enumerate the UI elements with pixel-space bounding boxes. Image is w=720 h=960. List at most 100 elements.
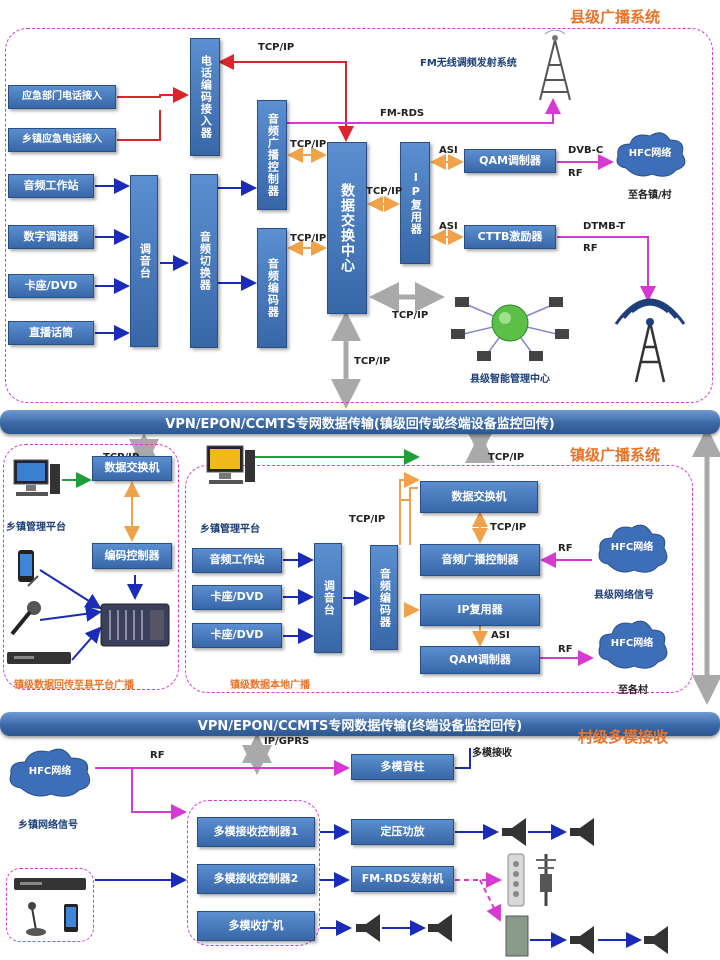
hfc-network-label: HFC网络 [628, 148, 672, 159]
town-section-title: 镇级广播系统 [570, 446, 661, 464]
horn-speaker-icon [644, 926, 668, 954]
fm-rds-label: FM-RDS [380, 108, 425, 119]
town-cassette-dvd-2[interactable]: 卡座/DVD [192, 623, 282, 648]
county-signal-label: 县级网络信号 [594, 590, 654, 601]
tcpip-label-3: TCP/IP [366, 186, 403, 197]
multi-mode-receiver-2[interactable]: 多模接收控制器2 [197, 864, 315, 894]
town-hfc-label-2: HFC网络 [610, 638, 654, 649]
town-rf-label-2: RF [558, 644, 573, 655]
horn-speaker-icon [570, 926, 594, 954]
audio-workstation[interactable]: 音频工作站 [8, 174, 94, 198]
village-hfc-cloud: HFC网络 [5, 744, 95, 800]
data-exchange-center[interactable]: 数据交换中心 [327, 142, 367, 314]
outdoor-box-icon [505, 915, 529, 957]
tcpip-label-top: TCP/IP [258, 42, 295, 53]
horn-speaker-icon [570, 818, 594, 846]
town-computer-icon [206, 445, 255, 484]
county-mgmt-center-label: 县级智能管理中心 [470, 374, 550, 385]
phone-encoder[interactable]: 电话编码接入器 [190, 38, 220, 156]
town-data-switch-left[interactable]: 数据交换机 [92, 456, 172, 481]
cttb-exciter[interactable]: CTTB激励器 [464, 225, 556, 249]
town-cassette-dvd-1[interactable]: 卡座/DVD [192, 585, 282, 610]
management-network-icon [451, 297, 569, 361]
constant-voltage-amp[interactable]: 定压功放 [351, 819, 454, 845]
village-rf-label: RF [150, 750, 165, 761]
mixer-console-icon [100, 603, 170, 647]
town-hfc-cloud-1: HFC网络 [594, 520, 670, 576]
village-local-region [6, 868, 94, 942]
emergency-phone-input[interactable]: 应急部门电话接入 [8, 85, 116, 109]
town-tcpip-right: TCP/IP [488, 452, 525, 463]
town-mixer[interactable]: 调音台 [314, 543, 342, 653]
town-hfc-label-1: HFC网络 [610, 542, 654, 553]
audio-switcher[interactable]: 音频切换器 [190, 174, 218, 348]
horn-speaker-icon [502, 818, 526, 846]
village-receiver-region [187, 800, 320, 946]
speaker-column-icon [507, 853, 525, 907]
dvbc-label: DVB-C [568, 145, 604, 156]
village-devices-icon [14, 878, 86, 936]
cassette-dvd[interactable]: 卡座/DVD [8, 274, 94, 298]
tcpip-label-2: TCP/IP [290, 233, 327, 244]
town-broadcast-controller[interactable]: 音频广播控制器 [420, 544, 540, 576]
live-microphone[interactable]: 直播话筒 [8, 321, 94, 345]
town-data-switch[interactable]: 数据交换机 [420, 481, 538, 513]
horn-speaker-icon [428, 914, 452, 942]
asi-label-2: ASI [439, 221, 458, 232]
town-phone-input[interactable]: 乡镇应急电话接入 [8, 128, 116, 152]
town-tcpip-b: TCP/IP [490, 522, 527, 533]
qam-modulator[interactable]: QAM调制器 [464, 149, 556, 173]
tcpip-label-1: TCP/IP [290, 139, 327, 150]
multi-mode-receiver-1[interactable]: 多模接收控制器1 [197, 817, 315, 847]
town-ip-mux[interactable]: IP复用器 [420, 594, 540, 626]
rf-label-1: RF [568, 168, 583, 179]
multi-mode-speaker-column[interactable]: 多模音柱 [351, 754, 454, 780]
tcpip-label-down: TCP/IP [354, 356, 391, 367]
town-audio-workstation[interactable]: 音频工作站 [192, 548, 282, 573]
ip-gprs-label: IP/GPRS [264, 736, 310, 747]
to-towns-label: 至各镇/村 [628, 190, 672, 201]
phone-icon [18, 550, 39, 587]
digital-tuner[interactable]: 数字调谐器 [8, 225, 94, 249]
town-asi-label: ASI [491, 630, 510, 641]
town-platform-left-label: 乡镇管理平台 [6, 522, 66, 533]
to-villages-label: 至各村 [618, 685, 648, 696]
town-tcpip-a: TCP/IP [349, 514, 386, 525]
town-qam-modulator[interactable]: QAM调制器 [420, 646, 540, 674]
town-left-caption: 镇级数据回传至县平台广播 [14, 680, 134, 691]
network-bus-1: VPN/EPON/CCMTS专网数据传输(镇级回传或终端设备监控回传) [0, 410, 720, 434]
town-platform-label: 乡镇管理平台 [200, 524, 260, 535]
asi-label-1: ASI [439, 145, 458, 156]
hfc-network-cloud: HFC网络 [612, 128, 688, 180]
dvd-player-icon [7, 652, 71, 664]
town-rf-label-1: RF [558, 543, 573, 554]
horn-speaker-icon [356, 914, 380, 942]
town-local-caption: 镇级数据本地广播 [230, 680, 310, 691]
computer-icon [13, 459, 60, 496]
ip-multiplexer[interactable]: IP复用器 [400, 142, 430, 264]
town-hfc-cloud-2: HFC网络 [594, 616, 670, 672]
dtmb-label: DTMB-T [583, 221, 626, 232]
tcpip-label-4: TCP/IP [392, 310, 429, 321]
county-region [5, 28, 713, 403]
fm-receiver-pole-icon [536, 854, 556, 906]
network-bus-2: VPN/EPON/CCMTS专网数据传输(终端设备监控回传) [0, 712, 720, 736]
fm-tower-icon [539, 30, 571, 101]
county-section-title: 县级广播系统 [570, 8, 661, 26]
encode-controller[interactable]: 编码控制器 [92, 543, 172, 569]
audio-encoder[interactable]: 音频编码器 [257, 228, 287, 348]
multi-receive-label: 多模接收 [472, 748, 512, 759]
town-left-region [3, 444, 179, 690]
audio-broadcast-controller[interactable]: 音频广播控制器 [257, 100, 287, 210]
mixer[interactable]: 调音台 [130, 175, 158, 347]
microphone-icon [10, 601, 41, 636]
dtmb-tower-icon [614, 298, 686, 383]
multi-mode-expander[interactable]: 多模收扩机 [197, 911, 315, 941]
town-audio-encoder[interactable]: 音频编码器 [370, 545, 398, 650]
rf-label-2: RF [583, 243, 598, 254]
town-signal-label: 乡镇网络信号 [18, 820, 78, 831]
town-right-region [185, 465, 693, 693]
fm-rds-transmitter[interactable]: FM-RDS发射机 [351, 866, 454, 892]
village-hfc-label: HFC网络 [28, 766, 72, 777]
